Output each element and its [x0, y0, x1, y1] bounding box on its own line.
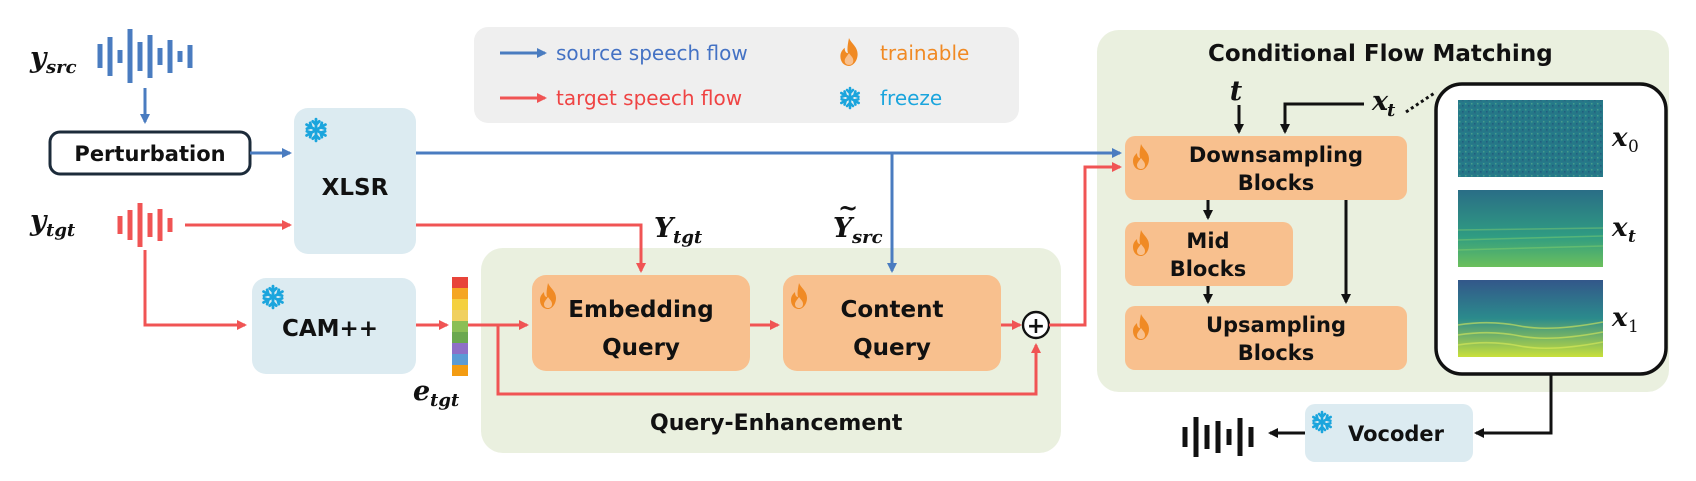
downsampling-line2: Blocks — [1238, 171, 1315, 195]
svg-text:0: 0 — [1628, 137, 1639, 157]
spectrogram-harmonics — [1457, 227, 1604, 251]
content-query-line1: Content — [840, 297, 943, 323]
svg-text:src: src — [45, 57, 77, 78]
embedding-query-box — [532, 275, 750, 371]
arrow-xlsr-embedding-query — [416, 223, 646, 273]
arrow-cfm-vocoder — [1474, 374, 1553, 438]
xlsr-box — [294, 108, 416, 254]
mid-line1: Mid — [1186, 229, 1229, 253]
campp-box — [252, 278, 416, 374]
y-src-label: y src — [29, 41, 77, 78]
vocoder-box — [1305, 404, 1473, 462]
svg-text:e: e — [413, 376, 430, 407]
svg-text:x: x — [1611, 213, 1628, 243]
svg-text:y: y — [29, 41, 48, 74]
x1-label: x 1 — [1611, 303, 1639, 337]
svg-text:Y: Y — [833, 213, 855, 244]
t-label: t — [1230, 76, 1243, 107]
content-query-box — [783, 275, 1001, 371]
legend-background — [474, 27, 1019, 123]
e-tgt-label: e tgt — [413, 376, 460, 411]
y-tgt-label: y tgt — [29, 204, 76, 241]
x-t-label: x t — [1371, 86, 1396, 121]
waveform-icon — [1182, 417, 1254, 457]
speaker-embedding-bar — [452, 277, 468, 376]
downsampling-line1: Downsampling — [1189, 143, 1363, 167]
xlsr-label: XLSR — [322, 175, 389, 201]
embedding-query-line1: Embedding — [568, 297, 713, 323]
waveform-icon — [97, 29, 193, 83]
svg-text:x: x — [1611, 123, 1628, 153]
legend-source-label: source speech flow — [556, 41, 748, 65]
svg-text:tgt: tgt — [46, 220, 76, 241]
upsampling-line2: Blocks — [1238, 341, 1315, 365]
spectrogram-harmonics — [1457, 321, 1604, 350]
x0-label: x 0 — [1611, 123, 1639, 157]
svg-text:tgt: tgt — [673, 227, 703, 248]
Y-tgt-label: Y tgt — [654, 213, 703, 248]
embedding-query-line2: Query — [602, 335, 680, 361]
legend: source speech flow target speech flow tr… — [474, 27, 1019, 123]
upsampling-box — [1125, 306, 1407, 370]
svg-text:x: x — [1371, 86, 1389, 117]
arrow-etgt-plus-bypass — [496, 325, 1041, 396]
mid-blocks-box — [1125, 222, 1293, 286]
arrow-ytgt-campp — [143, 250, 247, 330]
arrow-plus-downsampling — [1049, 162, 1122, 327]
svg-text:1: 1 — [1628, 317, 1639, 337]
arrow-xt-downsampling — [1280, 102, 1364, 134]
campp-label: CAM++ — [282, 316, 378, 342]
query-enhancement-label: Query-Enhancement — [650, 411, 903, 436]
spectrogram-icon — [1458, 190, 1603, 267]
waveform-icon — [117, 203, 173, 247]
legend-freeze-label: freeze — [880, 86, 942, 110]
svg-text:t: t — [1628, 227, 1636, 247]
content-query-line2: Query — [853, 335, 931, 361]
legend-trainable-label: trainable — [880, 41, 969, 65]
legend-target-label: target speech flow — [556, 86, 742, 110]
svg-text:x: x — [1611, 303, 1628, 333]
xt-spec-label: x t — [1611, 213, 1636, 247]
spectrogram-icon — [1458, 100, 1603, 177]
sum-node-symbol: + — [1027, 314, 1045, 339]
svg-text:Y: Y — [654, 213, 676, 244]
vocoder-label: Vocoder — [1348, 422, 1445, 446]
spectrogram-icon — [1458, 280, 1603, 357]
downsampling-box — [1125, 136, 1407, 200]
mid-line2: Blocks — [1170, 257, 1247, 281]
cfm-title: Conditional Flow Matching — [1208, 41, 1553, 67]
svg-text:~: ~ — [838, 193, 858, 222]
svg-text:t: t — [1230, 76, 1243, 107]
svg-text:src: src — [851, 227, 883, 248]
svg-text:tgt: tgt — [430, 390, 460, 411]
svg-text:y: y — [29, 204, 48, 237]
upsampling-line1: Upsampling — [1206, 313, 1346, 337]
perturbation-label: Perturbation — [74, 142, 225, 166]
zoom-connector — [1405, 90, 1437, 114]
Y-src-label: ~ Y src — [833, 193, 883, 248]
svg-text:t: t — [1387, 100, 1396, 121]
